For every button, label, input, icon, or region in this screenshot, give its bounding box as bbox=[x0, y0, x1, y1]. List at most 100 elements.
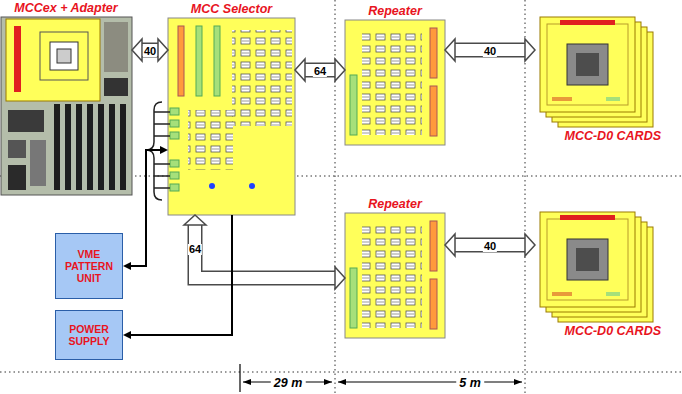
bus-arrow bbox=[195, 224, 336, 278]
arrow-head bbox=[335, 267, 345, 289]
motherboard bbox=[8, 110, 44, 132]
bus-width: 64 bbox=[188, 239, 202, 257]
bus-bracket bbox=[154, 135, 170, 137]
selector-board bbox=[170, 108, 179, 191]
motherboard bbox=[1, 17, 132, 195]
repeater-board bbox=[345, 213, 445, 338]
unit-name: POWER SUPPLY bbox=[59, 323, 119, 347]
arrow-head bbox=[160, 146, 168, 154]
bus-bracket bbox=[154, 187, 170, 189]
bus-arrow bbox=[141, 44, 159, 56]
selector-board bbox=[214, 26, 220, 96]
bus-arrow bbox=[445, 234, 535, 256]
bus-width: 40 bbox=[483, 241, 497, 252]
bus-arrow bbox=[141, 43, 159, 58]
selector-board bbox=[209, 183, 215, 189]
dimension-line bbox=[239, 364, 240, 392]
bus-width: 64 bbox=[188, 244, 202, 255]
adapter-card bbox=[14, 26, 21, 92]
bus-bracket bbox=[154, 111, 170, 113]
motherboard bbox=[104, 78, 128, 96]
dimension-line bbox=[243, 379, 251, 385]
bus-width: 40 bbox=[143, 41, 157, 59]
bus-arrow bbox=[195, 224, 336, 278]
selector-board bbox=[170, 160, 179, 167]
adapter-card bbox=[6, 19, 100, 101]
unit-name: VME PATTERN UNIT bbox=[59, 248, 119, 284]
card-stack: MCC-D0 CARDS bbox=[535, 8, 665, 144]
arrow-head bbox=[123, 262, 131, 270]
arrow-head bbox=[295, 59, 305, 81]
selector-board bbox=[170, 120, 179, 127]
bus-arrow bbox=[454, 43, 526, 58]
selector-board bbox=[188, 110, 233, 170]
motherboard bbox=[120, 104, 126, 190]
board-title: MCC Selector bbox=[191, 2, 272, 17]
repeater-board: Repeater bbox=[345, 3, 445, 145]
selector-board bbox=[232, 30, 292, 126]
motherboard bbox=[54, 104, 126, 190]
dimension-label: 29 m bbox=[271, 376, 306, 390]
arrow-head bbox=[123, 331, 131, 339]
bus-bracket bbox=[154, 175, 170, 177]
dotted-divider bbox=[0, 372, 682, 373]
bus-width: 40 bbox=[143, 46, 157, 57]
bus-arrow bbox=[304, 64, 336, 76]
card-stack bbox=[540, 17, 653, 322]
bus-width: 40 bbox=[483, 236, 497, 254]
selector-board bbox=[170, 132, 179, 139]
motherboard bbox=[109, 104, 115, 190]
board-title: MCCex + Adapter bbox=[14, 1, 117, 16]
dimension-label: 5 m bbox=[456, 373, 484, 391]
bus-width: 64 bbox=[313, 61, 327, 79]
bus-arrow bbox=[304, 63, 336, 78]
dimension-line bbox=[324, 379, 332, 385]
arrow-head bbox=[525, 39, 535, 61]
repeater-board bbox=[345, 20, 445, 145]
bus-arrow bbox=[445, 39, 535, 61]
adapter-card bbox=[40, 32, 88, 80]
motherboard bbox=[54, 104, 60, 190]
computer-board: MCCex + Adapter bbox=[0, 0, 132, 195]
motherboard bbox=[30, 140, 46, 186]
motherboard bbox=[1, 17, 132, 195]
motherboard bbox=[98, 104, 104, 190]
bus-arrow bbox=[295, 59, 345, 81]
selector-board bbox=[170, 184, 179, 191]
card-stack: MCC-D0 CARDS bbox=[535, 203, 665, 339]
adapter-card bbox=[50, 42, 78, 70]
dimension-line bbox=[338, 381, 522, 382]
arrow-head bbox=[158, 39, 168, 61]
arrow-head bbox=[184, 215, 206, 225]
selector-board bbox=[170, 172, 179, 179]
dimension-line bbox=[240, 364, 522, 392]
motherboard bbox=[65, 104, 71, 190]
bus-arrow bbox=[454, 44, 526, 56]
bus-arrow bbox=[132, 39, 168, 61]
card-stack bbox=[540, 17, 635, 112]
repeater-board bbox=[345, 20, 445, 338]
arrow-head bbox=[525, 234, 535, 256]
bus-arrow bbox=[454, 238, 526, 253]
unit-box: POWER SUPPLY bbox=[55, 310, 123, 360]
bus-bracket bbox=[154, 123, 170, 125]
motherboard bbox=[8, 165, 26, 190]
board-title: Repeater bbox=[368, 4, 422, 19]
bus-width: 64 bbox=[313, 66, 327, 77]
selector-board bbox=[170, 108, 179, 115]
bus-arrow bbox=[184, 215, 345, 289]
connector bbox=[123, 146, 168, 270]
motherboard bbox=[8, 140, 26, 158]
bus-arrow bbox=[454, 239, 526, 251]
arrow-head bbox=[132, 39, 142, 61]
bus-bracket bbox=[154, 163, 170, 165]
connector bbox=[123, 215, 232, 339]
selector-board bbox=[249, 183, 255, 189]
dimension-label: 5 m bbox=[456, 376, 484, 390]
selector-board: MCC Selector bbox=[168, 1, 295, 215]
motherboard bbox=[76, 104, 82, 190]
motherboard bbox=[104, 22, 128, 72]
dimension-line bbox=[338, 379, 346, 385]
card-stack bbox=[540, 212, 635, 307]
